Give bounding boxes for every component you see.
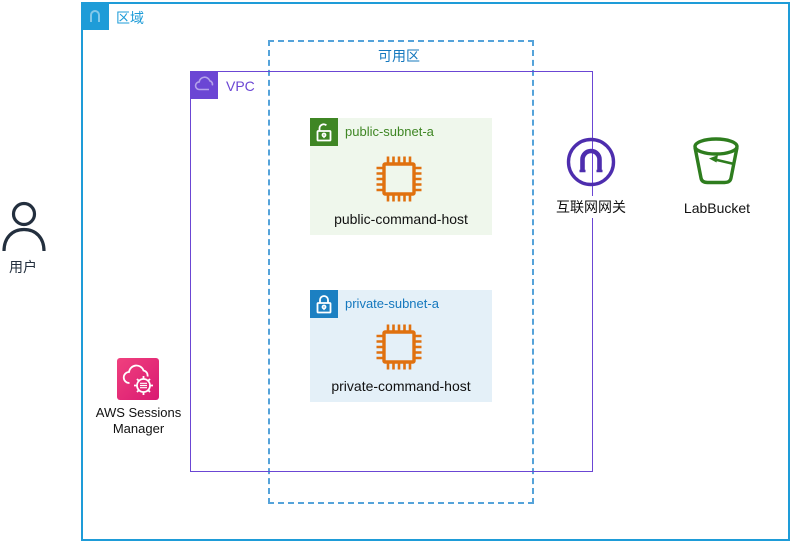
ec2-instance-icon <box>374 322 424 372</box>
sessions-manager-icon <box>117 358 159 400</box>
s3-bucket-label: LabBucket <box>681 199 753 217</box>
user-label: 用户 <box>9 259 37 275</box>
internet-gateway-label: 互联网网关 <box>549 196 633 218</box>
public-host-label: public-command-host <box>334 211 468 227</box>
region-label: 区域 <box>116 10 144 26</box>
sessions-manager-label-line1: AWS Sessions <box>95 405 182 420</box>
private-subnet-box <box>310 290 492 402</box>
public-subnet-icon <box>310 118 338 146</box>
sessions-manager-label-line2: Manager <box>112 421 165 436</box>
s3-bucket-icon <box>688 133 746 191</box>
public-subnet-label: public-subnet-a <box>345 124 434 139</box>
availability-zone-label: 可用区 <box>378 48 420 64</box>
region-box <box>81 2 790 541</box>
private-subnet-label: private-subnet-a <box>345 296 439 311</box>
private-subnet-icon <box>310 290 338 318</box>
internet-gateway-icon <box>565 136 617 188</box>
public-subnet-box <box>310 118 492 235</box>
availability-zone-box <box>268 40 534 504</box>
region-icon <box>81 2 109 30</box>
user-icon <box>2 199 50 253</box>
sessions-manager-label: AWS Sessions Manager <box>95 404 182 438</box>
vpc-label: VPC <box>226 78 255 94</box>
vpc-box <box>190 71 593 472</box>
vpc-icon <box>190 71 218 99</box>
private-host-label: private-command-host <box>331 378 471 394</box>
ec2-instance-icon <box>374 154 424 204</box>
